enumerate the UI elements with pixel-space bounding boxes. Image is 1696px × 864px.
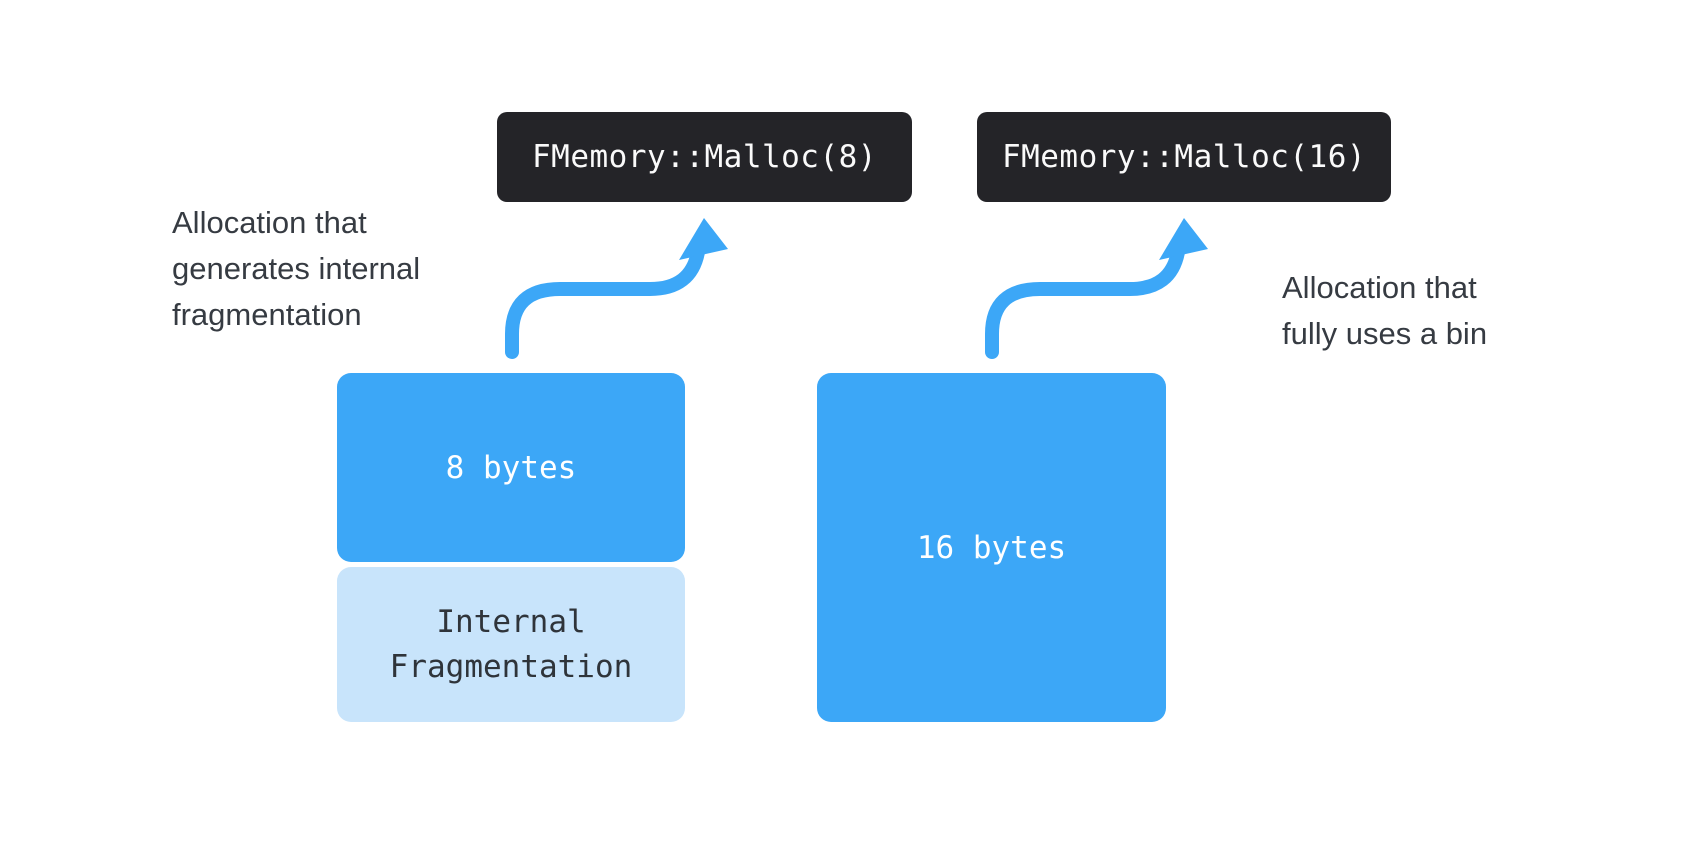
arrow-right-head-icon	[1159, 218, 1208, 260]
annotation-internal-fragmentation: Allocation that generates internal fragm…	[172, 200, 420, 338]
code-label-malloc-16: FMemory::Malloc(16)	[1001, 139, 1367, 175]
code-label-malloc-8: FMemory::Malloc(8)	[532, 139, 877, 175]
annotation-fully-uses-bin: Allocation that fully uses a bin	[1282, 265, 1487, 357]
block-8-bytes-label: 8 bytes	[445, 449, 577, 486]
annotation-line: fully uses a bin	[1282, 316, 1488, 351]
annotation-line: Allocation that	[1282, 270, 1477, 305]
block-internal-fragmentation: Internal Fragmentation	[337, 567, 685, 722]
block-internal-fragmentation-label-line: Internal	[436, 603, 586, 640]
annotation-line: generates internal	[172, 251, 421, 286]
code-box-malloc-16: FMemory::Malloc(16)	[977, 112, 1391, 202]
annotation-line: Allocation that	[172, 205, 367, 240]
block-16-bytes-label: 16 bytes	[916, 529, 1067, 566]
annotation-line: fragmentation	[172, 297, 362, 332]
block-8-bytes: 8 bytes	[337, 373, 685, 562]
block-16-bytes: 16 bytes	[817, 373, 1166, 722]
curved-arrow-up-icon-right	[985, 218, 1208, 359]
arrow-left-shaft	[505, 245, 705, 359]
code-box-malloc-8: FMemory::Malloc(8)	[497, 112, 912, 202]
arrow-right-shaft	[985, 245, 1185, 359]
arrow-left-head-icon	[679, 218, 728, 260]
curved-arrow-up-icon-left	[505, 218, 728, 359]
block-internal-fragmentation-label-line: Fragmentation	[389, 648, 633, 685]
